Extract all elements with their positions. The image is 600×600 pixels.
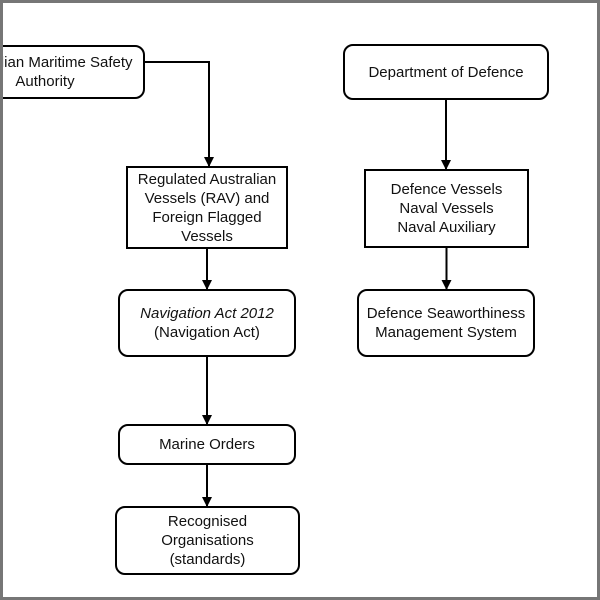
node-text-line: Authority — [15, 73, 75, 90]
node-text-line: Department of Defence — [368, 63, 524, 81]
connector-layer — [145, 61, 452, 507]
arrow-amsa-to-rav — [145, 61, 214, 167]
node-text-line: Defence Vessels — [390, 181, 503, 198]
node-text-line: Australian Maritime Safety — [0, 54, 133, 71]
node-text-line: Naval Auxiliary — [397, 219, 496, 236]
node-text-line: Vessels — [181, 227, 233, 245]
node-text-line: Foreign Flagged — [152, 208, 262, 226]
node-text-line: Management System — [375, 324, 517, 341]
node-text-line: Defence Seaworthiness — [366, 305, 526, 322]
node-text-line: Regulated Australian — [137, 170, 277, 188]
department-of-defence-node: Department of Defence — [343, 44, 549, 100]
navigation-act-node: Navigation Act 2012 (Navigation Act) — [118, 289, 296, 357]
node-text-line: (standards) — [169, 551, 246, 568]
node-text-line: Marine Orders — [159, 436, 255, 453]
node-text-line: Naval Vessels — [399, 200, 494, 217]
node-text-line: Organisations — [161, 532, 254, 549]
marine-orders-node: Marine Orders — [118, 424, 296, 465]
node-text-line: Navigation Act 2012 — [140, 305, 274, 322]
node-text-line: Vessels (RAV) and — [144, 189, 270, 207]
node-text-line: (Navigation Act) — [154, 324, 260, 341]
node-text-line: Recognised — [167, 513, 248, 530]
